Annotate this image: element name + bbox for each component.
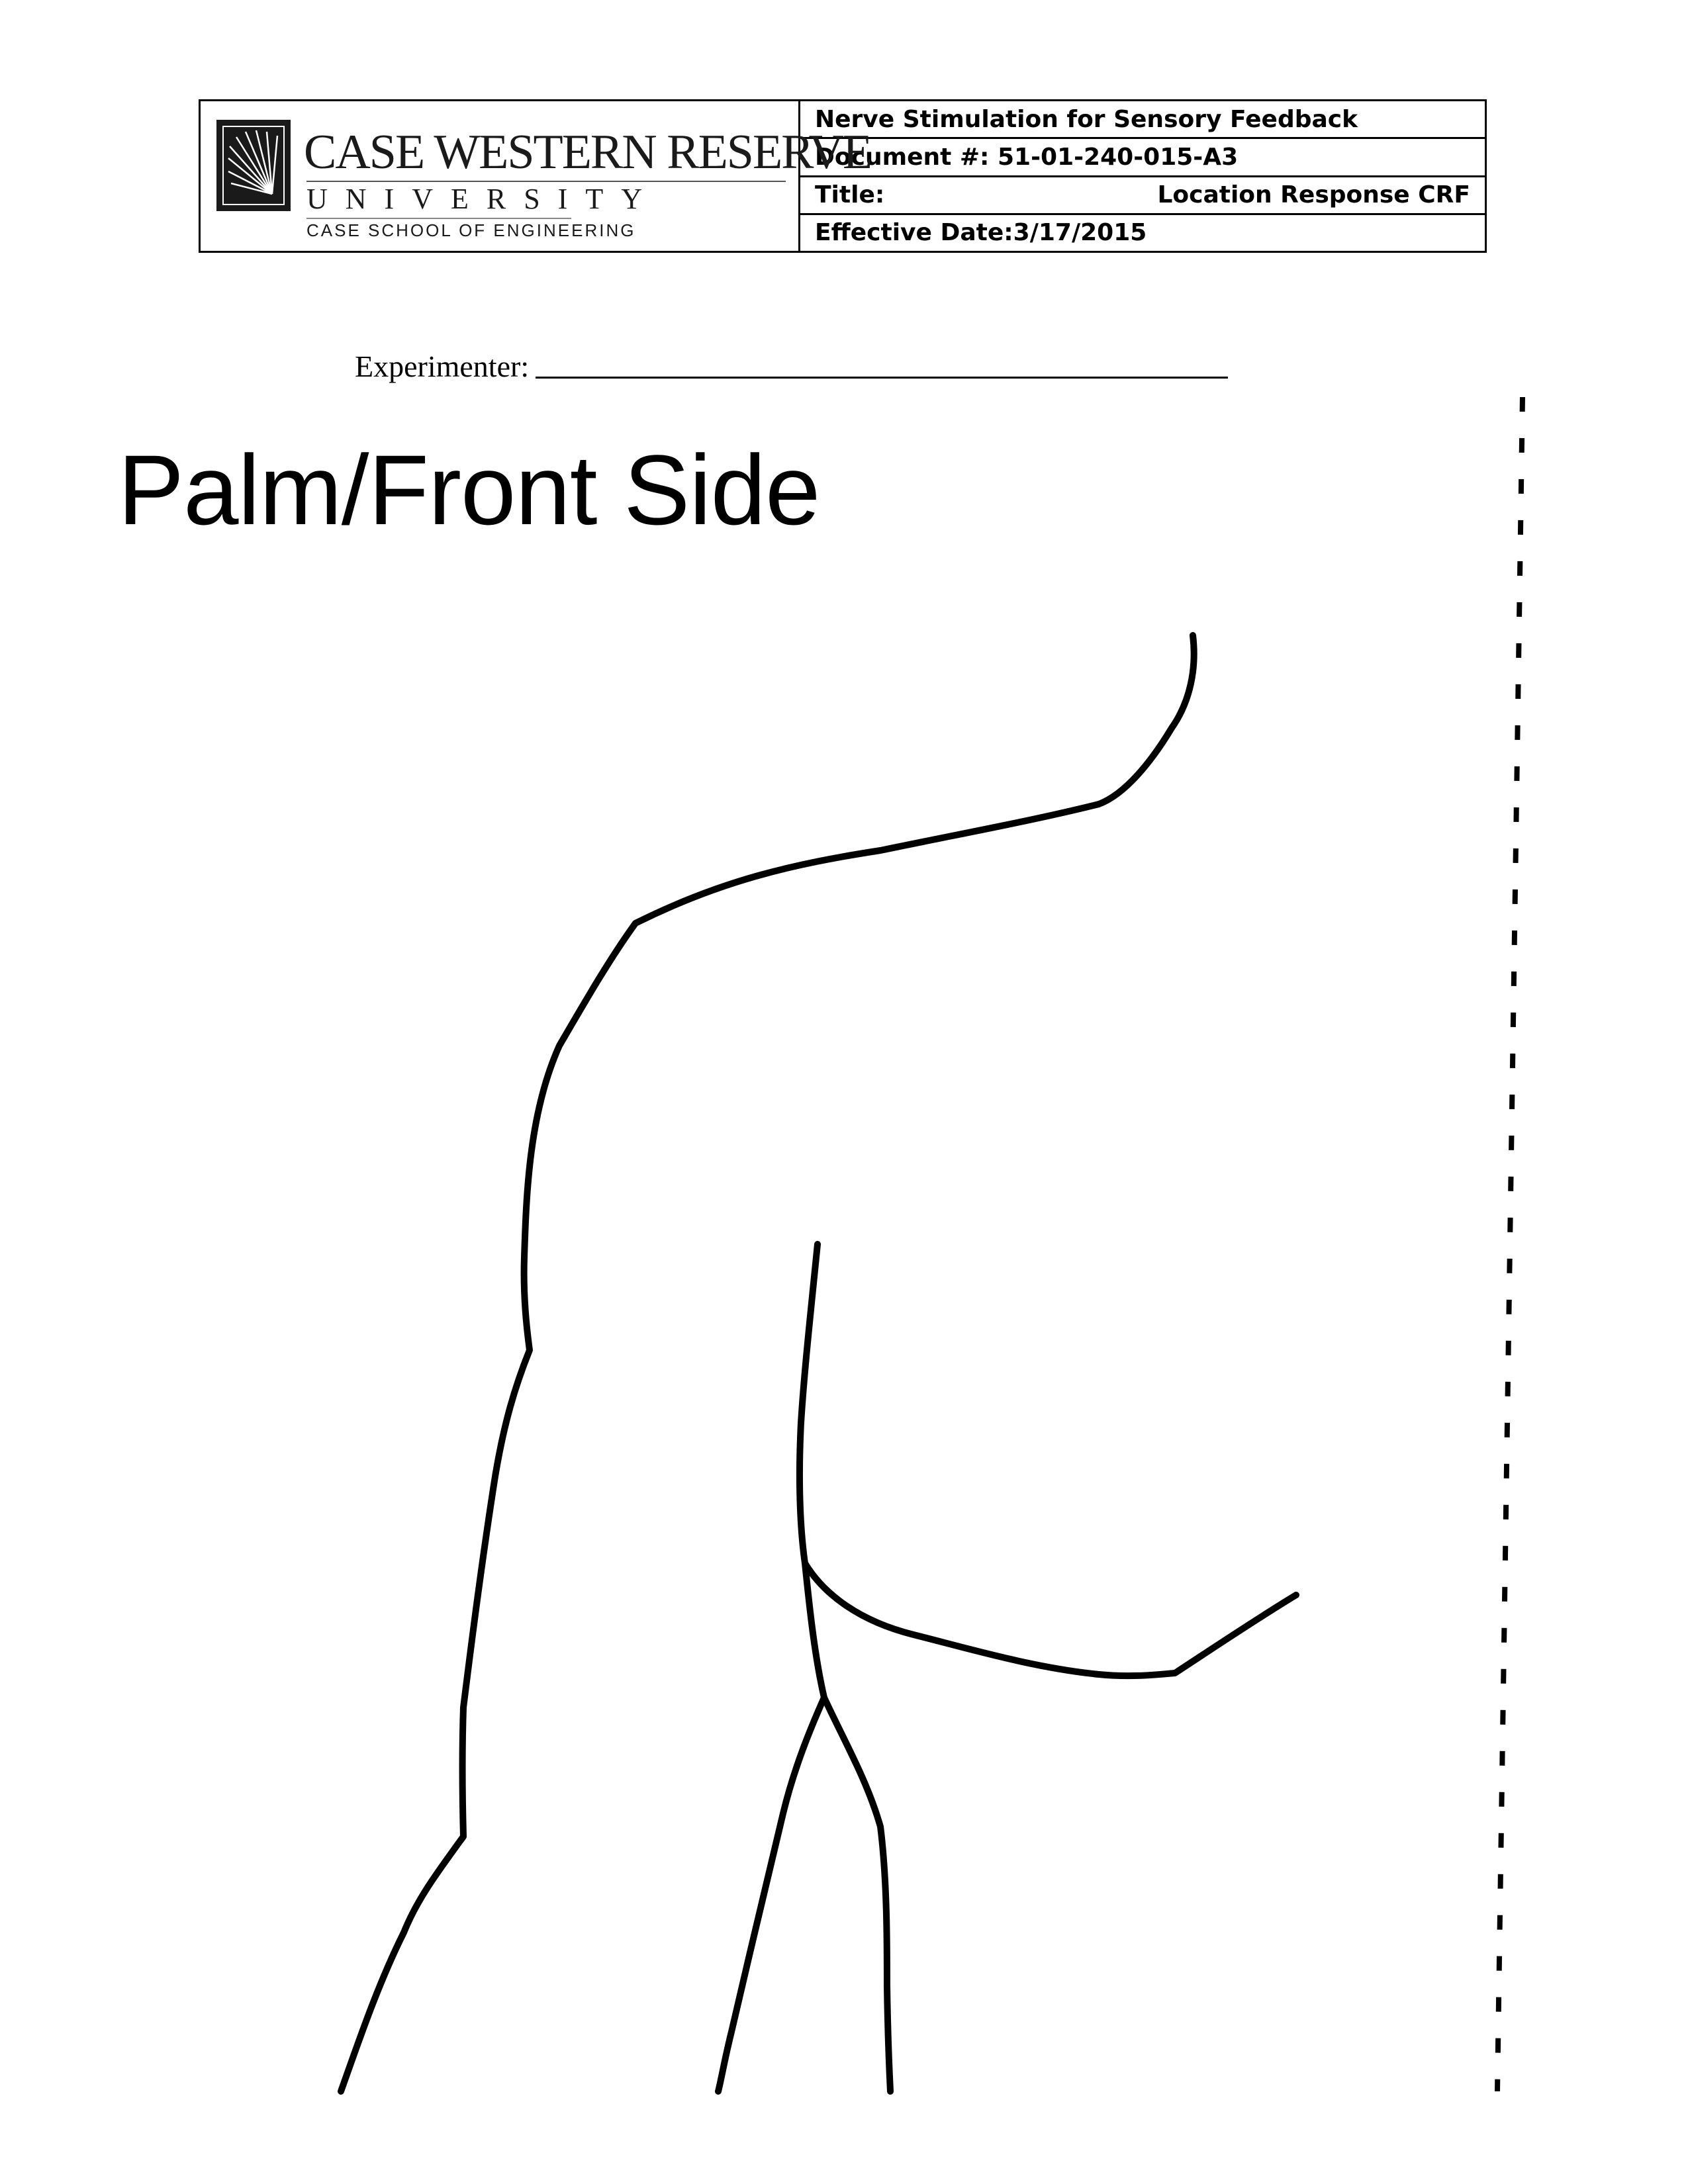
sunburst-logo-icon xyxy=(216,120,291,211)
logo-divider xyxy=(306,218,571,219)
project-row: Nerve Stimulation for Sensory Feedback xyxy=(800,101,1485,140)
logo-university: UNIVERSITY xyxy=(306,183,660,215)
arm-inner-outline xyxy=(802,1560,894,2095)
fold-line xyxy=(1495,396,1525,2092)
armpit-torso-outline xyxy=(796,1241,1299,1680)
document-info: Nerve Stimulation for Sensory Feedback D… xyxy=(800,101,1485,251)
experimenter-label: Experimenter: xyxy=(355,349,530,383)
section-title: Palm/Front Side xyxy=(118,434,820,545)
university-logo: CASE WESTERN RESERVE UNIVERSITY CASE SCH… xyxy=(201,101,872,251)
project-name: Nerve Stimulation for Sensory Feedback xyxy=(815,105,1358,133)
title-label: Title: xyxy=(815,181,885,209)
effective-date: Effective Date:3/17/2015 xyxy=(815,219,1147,247)
logo-wordmark: CASE WESTERN RESERVE xyxy=(304,125,872,179)
document-number: Document #: 51-01-240-015-A3 xyxy=(815,143,1239,171)
experimenter-field: Experimenter: xyxy=(355,349,1229,384)
shoulder-outline xyxy=(338,632,1197,2095)
document-header: CASE WESTERN RESERVE UNIVERSITY CASE SCH… xyxy=(199,99,1487,253)
experimenter-input-line[interactable] xyxy=(536,377,1229,379)
effective-date-row: Effective Date:3/17/2015 xyxy=(800,215,1485,251)
arm-inner-branch xyxy=(715,1694,827,2095)
document-number-row: Document #: 51-01-240-015-A3 xyxy=(800,139,1485,177)
title-value: Location Response CRF xyxy=(1157,181,1470,209)
logo-school: CASE SCHOOL OF ENGINEERING xyxy=(306,220,636,240)
logo-divider xyxy=(306,181,786,182)
title-row: Title: Location Response CRF xyxy=(800,177,1485,215)
